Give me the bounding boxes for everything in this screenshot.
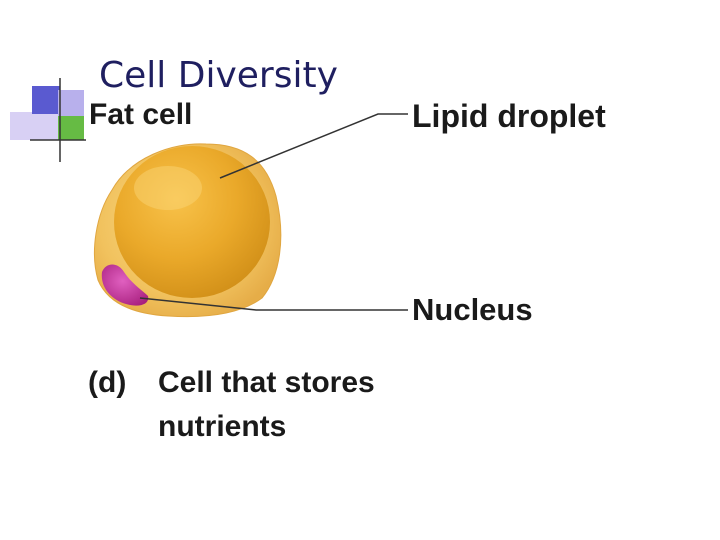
caption-part-letter: (d) xyxy=(88,366,127,399)
nucleus xyxy=(101,264,149,306)
lipid-droplet-leader-line xyxy=(219,113,408,179)
deco-lavender-square xyxy=(10,112,58,140)
deco-blue-square xyxy=(32,86,60,114)
slide-decoration xyxy=(10,78,86,162)
figure-title: Fat cell xyxy=(89,98,193,131)
deco-green-square xyxy=(58,116,84,140)
caption-line-2: nutrients xyxy=(158,410,287,443)
lipid-droplet xyxy=(114,146,270,298)
nucleus-leader-line xyxy=(139,297,408,311)
deco-violet-square xyxy=(58,90,84,116)
slide-title: Cell Diversity xyxy=(99,55,338,96)
label-lipid-droplet: Lipid droplet xyxy=(412,98,606,134)
caption-line-1: Cell that stores xyxy=(158,366,375,399)
label-nucleus: Nucleus xyxy=(412,292,533,327)
lipid-droplet-highlight xyxy=(134,166,202,210)
